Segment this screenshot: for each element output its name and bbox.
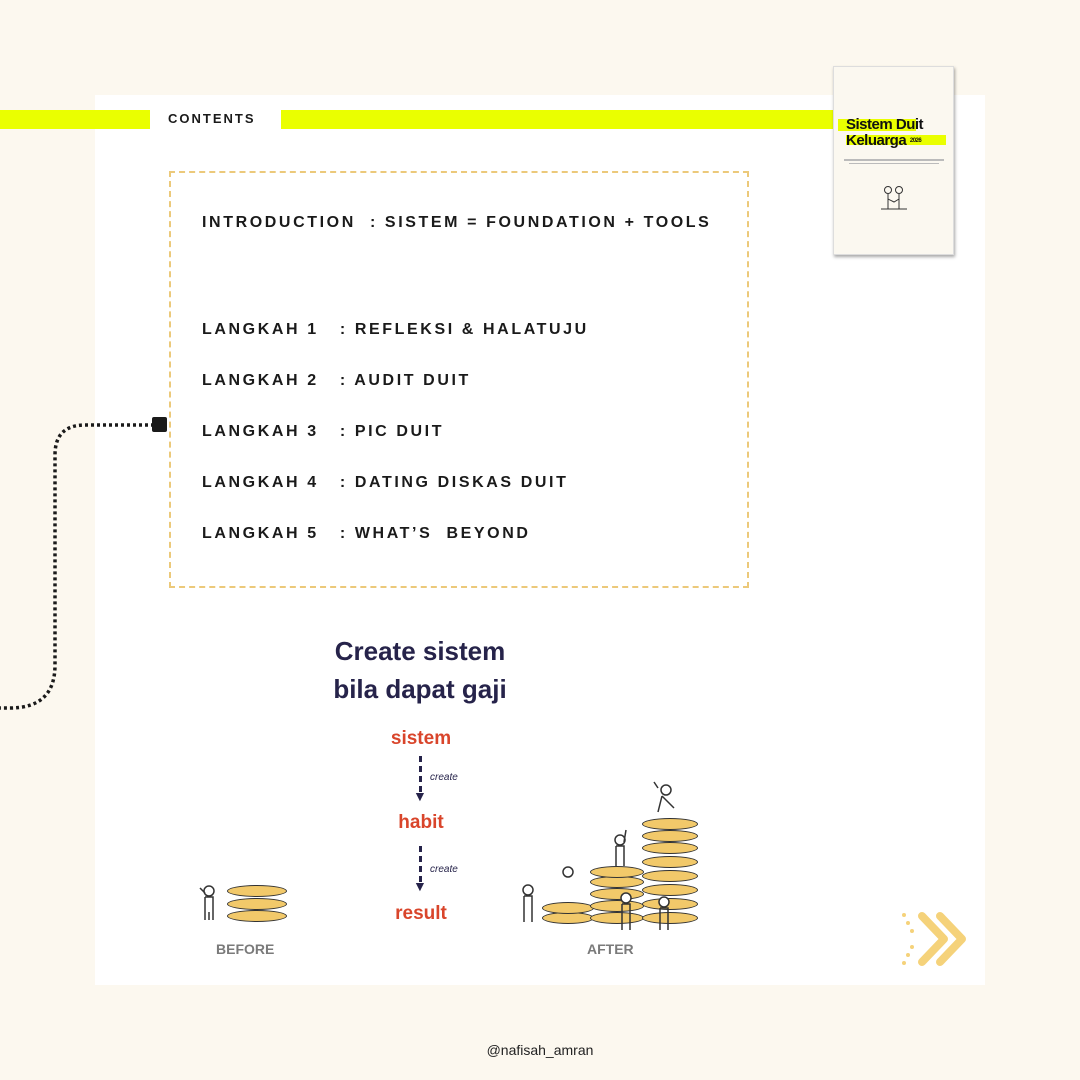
dotted-connector [0,417,167,710]
highlight-bar-right [281,110,841,129]
footer-handle: @nafisah_amran [486,1042,594,1058]
before-label: BEFORE [216,941,275,957]
contents-box [169,171,749,588]
flow-step-sistem: sistem [390,728,452,749]
contents-item-langkah-1: LANGKAH 1 : REFLEKSI & HALATUJU [202,321,589,338]
contents-item-langkah-5: LANGKAH 5 : WHAT’S BEYOND [202,525,531,542]
after-label: AFTER [587,941,634,957]
chevrons-right-icon [902,912,966,966]
contents-item-langkah-2: LANGKAH 2 : AUDIT DUIT [202,372,471,389]
arrow-down-icon: ▼ [413,788,427,804]
flow-step-habit: habit [398,812,444,833]
people-icon [562,781,675,878]
book-year: 2026 [909,138,922,144]
handshake-icon [881,186,907,210]
arrow-down-icon: ▼ [413,878,427,894]
book-title-line2: Keluarga [846,132,907,149]
flow-step-result: result [395,903,447,924]
flow-connector [419,846,422,882]
contents-label: CONTENTS [168,111,256,126]
people-icon [522,884,670,930]
highlight-bar-left [0,110,150,129]
contents-item-langkah-3: LANGKAH 3 : PIC DUIT [202,423,445,440]
contents-item-introduction: INTRODUCTION : SISTEM = FOUNDATION + TOO… [202,214,712,231]
book-title-line1: Sistem Duit [846,116,924,133]
connector-label: create [430,772,458,783]
contents-item-langkah-4: LANGKAH 4 : DATING DISKAS DUIT [202,474,569,491]
connector-label: create [430,864,458,875]
flow-connector [419,756,422,792]
person-icon [199,885,215,920]
